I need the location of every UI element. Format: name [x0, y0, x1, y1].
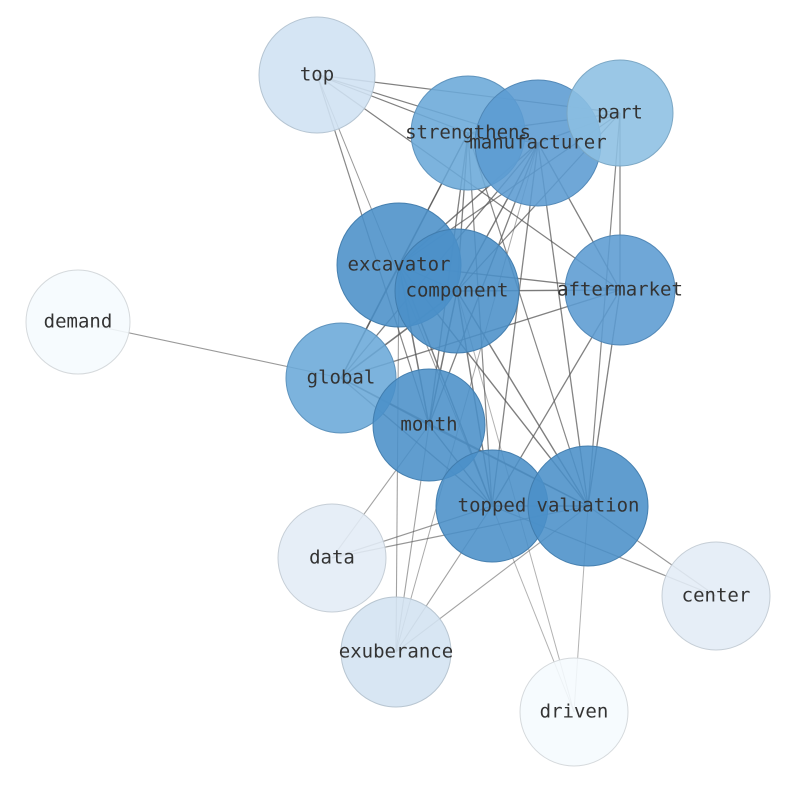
graph-node-label-exuberance: exuberance [339, 641, 453, 663]
graph-node-label-part: part [597, 102, 643, 124]
graph-node-data[interactable] [277, 503, 387, 613]
graph-node-valuation[interactable] [527, 445, 649, 567]
graph-node-label-top: top [300, 64, 334, 86]
graph-node-label-global: global [307, 367, 376, 389]
graph-node-part[interactable] [566, 59, 674, 167]
graph-node-label-excavator: excavator [348, 254, 451, 276]
graph-node-label-demand: demand [44, 311, 113, 333]
graph-node-label-manufacturer: manufacturer [469, 132, 606, 154]
graph-node-label-component: component [406, 280, 509, 302]
graph-node-month[interactable] [372, 368, 486, 482]
nodes-layer [25, 16, 771, 767]
graph-node-center[interactable] [661, 541, 771, 651]
graph-node-label-data: data [309, 547, 355, 569]
graph-node-demand[interactable] [25, 269, 131, 375]
graph-node-label-aftermarket: aftermarket [557, 279, 683, 301]
graph-node-label-strengthens: strengthens [405, 122, 531, 144]
graph-node-label-topped: topped [458, 495, 527, 517]
graph-node-label-valuation: valuation [537, 495, 640, 517]
graph-node-aftermarket[interactable] [564, 234, 676, 346]
graph-node-component[interactable] [394, 228, 520, 354]
graph-node-global[interactable] [285, 322, 397, 434]
graph-node-label-center: center [682, 585, 751, 607]
graph-node-top[interactable] [258, 16, 376, 134]
graph-node-driven[interactable] [519, 657, 629, 767]
graph-node-exuberance[interactable] [340, 596, 452, 708]
graph-node-label-driven: driven [540, 701, 609, 723]
graph-node-label-month: month [400, 414, 457, 436]
